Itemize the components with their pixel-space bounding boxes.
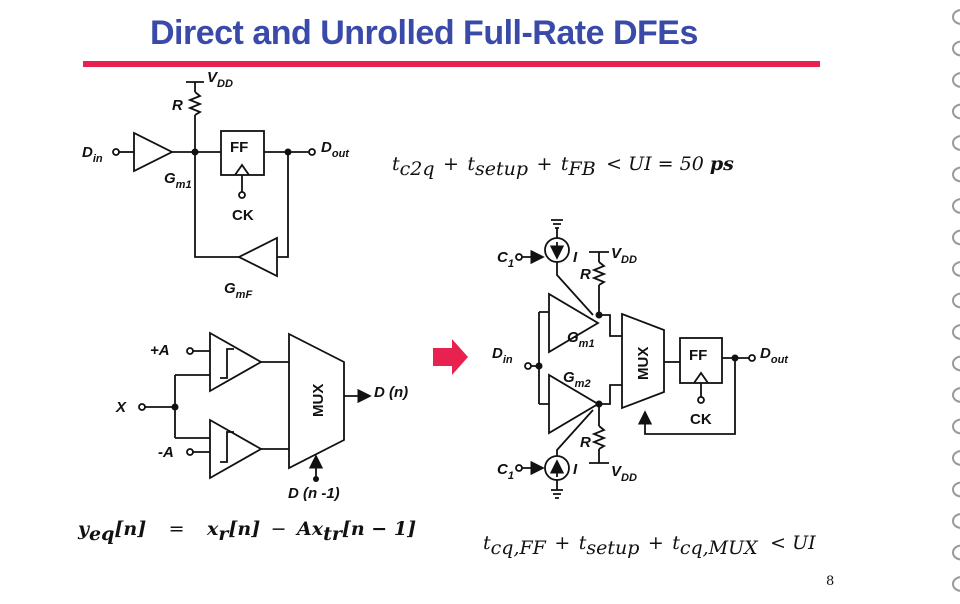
binding-ring-icon — [952, 292, 960, 309]
din-label: Din — [82, 144, 103, 165]
r-top-label: R — [580, 266, 591, 283]
dout-label: Dout — [321, 139, 350, 160]
binding-ring-icon — [952, 324, 960, 340]
transform-arrow-icon — [433, 339, 468, 375]
dout-unrolled-label: Dout — [760, 345, 789, 366]
resistor-top — [591, 261, 607, 286]
gm1-label: Gm1 — [164, 170, 192, 191]
binding-ring-icon — [952, 544, 960, 561]
binding-ring-icon — [952, 481, 960, 498]
resistor-label: R — [172, 97, 183, 114]
feedback-wire — [277, 152, 289, 258]
dout-terminal — [308, 148, 316, 156]
binding-ring-icon — [952, 450, 960, 466]
vdd-bottom-label: VDD — [611, 463, 637, 484]
gmf-amplifier — [236, 236, 278, 278]
binding-ring-icon — [952, 103, 960, 120]
binding-ring-icon — [952, 229, 960, 246]
mux-output-label: D (n) — [374, 384, 408, 401]
ck-unrolled-label: CK — [690, 411, 712, 428]
vdd-top-label: VDD — [611, 245, 637, 266]
binding-ring-icon — [952, 355, 960, 372]
mux-dfe-diagram: +A X -A MUX D (n) D (n -1) — [115, 331, 408, 502]
gm1-amplifier-unrolled — [548, 292, 600, 354]
resistor-r — [187, 91, 203, 116]
i-bottom-label: I — [573, 461, 578, 478]
x-label: X — [115, 399, 127, 416]
gmf-label: GmF — [224, 280, 252, 301]
timing-constraint-direct: tc2q + tsetup + tFB < UI = 50 ps — [392, 153, 734, 180]
equalizer-equation: yeq[n] = xr[n] − Axtr[n − 1] — [77, 518, 416, 545]
resistor-bottom — [591, 425, 607, 450]
feedback-wire-unrolled — [637, 358, 736, 435]
unrolled-dfe-diagram: C1 I VDD R Gm1 Din Gm2 MUX FF — [492, 219, 789, 499]
binding-ring-icon — [952, 40, 960, 57]
ck-label: CK — [232, 207, 254, 224]
slide-title: Direct and Unrolled Full-Rate DFEs — [150, 14, 698, 52]
binding-ring-icon — [952, 576, 960, 592]
i-top-label: I — [573, 249, 578, 266]
r-bottom-label: R — [580, 434, 591, 451]
vdd-rail — [186, 81, 204, 92]
clock-edge-icon — [234, 163, 250, 176]
vdd-label: VDD — [207, 69, 233, 90]
mux-unrolled-label: MUX — [635, 347, 652, 380]
binding-ring-icon — [952, 198, 960, 214]
step-icon-bottom — [220, 431, 234, 463]
gm2-unrolled-label: Gm2 — [563, 369, 591, 390]
binding-ring-icon — [952, 166, 960, 183]
notebook-binding — [952, 9, 960, 592]
mux-block-unrolled — [621, 312, 665, 410]
binding-ring-icon — [952, 261, 960, 277]
binding-ring-icon — [952, 387, 960, 403]
x-terminal — [138, 403, 146, 411]
binding-ring-icon — [952, 9, 960, 25]
select-label: D (n -1) — [288, 485, 340, 502]
gm2-amplifier-unrolled — [548, 373, 600, 435]
binding-ring-icon — [952, 513, 960, 529]
ck-terminal — [238, 191, 246, 199]
page-number: 8 — [826, 574, 835, 589]
binding-ring-icon — [952, 135, 960, 151]
direct-dfe-diagram: VDD R Din Gm1 FF CK Dout GmF — [82, 69, 350, 301]
c1-top-label: C1 — [497, 249, 514, 270]
mux-block — [288, 332, 345, 470]
binding-ring-icon — [952, 418, 960, 435]
comparator-top — [209, 331, 263, 393]
gm1-unrolled-label: Gm1 — [567, 329, 595, 350]
gm1-amplifier — [133, 131, 175, 173]
step-icon-top — [220, 348, 234, 379]
ff-unrolled-label: FF — [689, 347, 707, 364]
minus-a-label: -A — [158, 444, 174, 461]
ground-top-icon — [551, 219, 563, 238]
ff-label: FF — [230, 139, 248, 156]
din-unrolled-label: Din — [492, 345, 513, 366]
title-underline — [83, 61, 820, 67]
ff-block-unrolled — [679, 337, 723, 384]
binding-ring-icon — [952, 72, 960, 88]
mux-label: MUX — [310, 384, 327, 417]
plus-a-label: +A — [150, 342, 170, 359]
c1-bottom-label: C1 — [497, 461, 514, 482]
ground-bottom-icon — [551, 480, 563, 499]
din-terminal — [112, 148, 120, 156]
clock-edge-icon-unrolled — [693, 371, 709, 384]
timing-constraint-unrolled: tcq,FF + tsetup + tcq,MUX < UI — [483, 532, 816, 559]
comparator-bottom — [209, 418, 263, 480]
